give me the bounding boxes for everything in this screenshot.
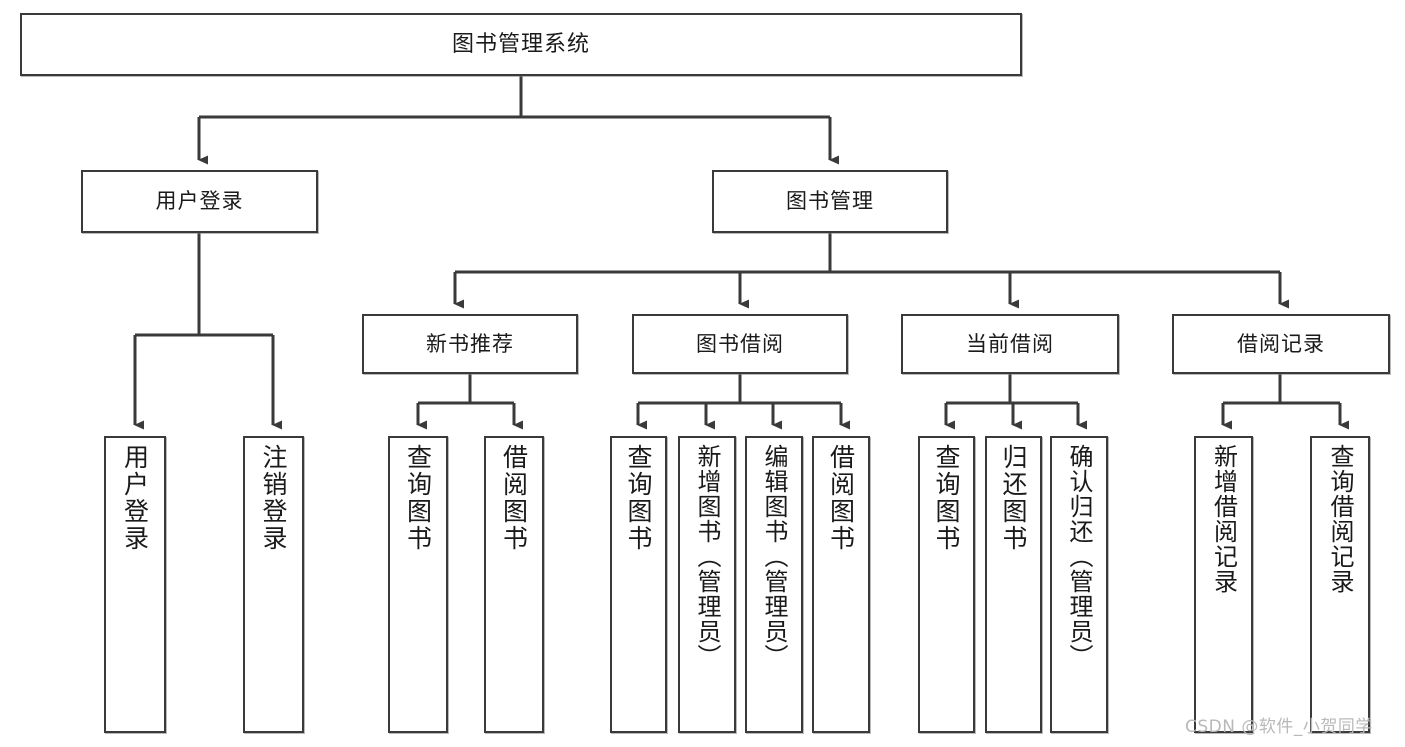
node-label: 查询图书 <box>403 444 433 552</box>
node-leaf-add-borrow-record[interactable]: 新增借阅记录 <box>1194 436 1253 733</box>
node-leaf-query-book-current[interactable]: 查询图书 <box>918 436 975 733</box>
node-label: 编辑图书（管理员） <box>760 444 788 669</box>
node-label: 借阅图书 <box>826 444 856 552</box>
node-leaf-confirm-return[interactable]: 确认归还（管理员） <box>1050 436 1108 733</box>
node-label: 图书管理系统 <box>451 31 590 57</box>
node-root-system[interactable]: 图书管理系统 <box>20 13 1022 76</box>
node-leaf-query-book-recommend[interactable]: 查询图书 <box>388 436 448 733</box>
node-leaf-query-borrow-record[interactable]: 查询借阅记录 <box>1310 436 1370 733</box>
node-current-borrow[interactable]: 当前借阅 <box>901 314 1119 374</box>
node-label: 归还图书 <box>999 444 1028 552</box>
node-borrow-record[interactable]: 借阅记录 <box>1172 314 1390 374</box>
node-label: 查询图书 <box>624 444 653 552</box>
node-label: 新增借阅记录 <box>1209 444 1238 594</box>
node-label: 用户登录 <box>120 444 150 552</box>
node-leaf-query-book-borrow[interactable]: 查询图书 <box>610 436 667 733</box>
node-label: 确认归还（管理员） <box>1065 444 1093 669</box>
node-label: 新书推荐 <box>426 331 514 356</box>
node-label: 查询借阅记录 <box>1326 444 1354 594</box>
csdn-watermark: CSDN @软件_小贺同学 <box>1185 717 1373 737</box>
node-label: 用户登录 <box>155 189 244 214</box>
node-leaf-user-login[interactable]: 用户登录 <box>104 436 166 733</box>
node-leaf-borrow-book[interactable]: 借阅图书 <box>812 436 870 733</box>
node-leaf-edit-book[interactable]: 编辑图书（管理员） <box>745 436 803 733</box>
node-user-login[interactable]: 用户登录 <box>81 170 318 233</box>
node-label: 当前借阅 <box>966 331 1054 356</box>
node-label: 注销登录 <box>259 444 288 552</box>
node-label: 新增图书（管理员） <box>693 444 721 669</box>
node-label: 查询图书 <box>932 444 961 552</box>
node-leaf-return-book[interactable]: 归还图书 <box>985 436 1042 733</box>
node-label: 图书管理 <box>786 189 874 214</box>
node-label: 借阅图书 <box>499 444 529 552</box>
node-book-borrow[interactable]: 图书借阅 <box>632 314 848 374</box>
node-label: 借阅记录 <box>1237 331 1325 356</box>
node-leaf-borrow-book-recommend[interactable]: 借阅图书 <box>484 436 544 733</box>
node-label: 图书借阅 <box>696 331 784 356</box>
node-leaf-add-book[interactable]: 新增图书（管理员） <box>678 436 736 733</box>
node-book-manage[interactable]: 图书管理 <box>712 170 948 233</box>
node-leaf-user-logout[interactable]: 注销登录 <box>243 436 304 733</box>
node-new-book-recommend[interactable]: 新书推荐 <box>362 314 578 374</box>
